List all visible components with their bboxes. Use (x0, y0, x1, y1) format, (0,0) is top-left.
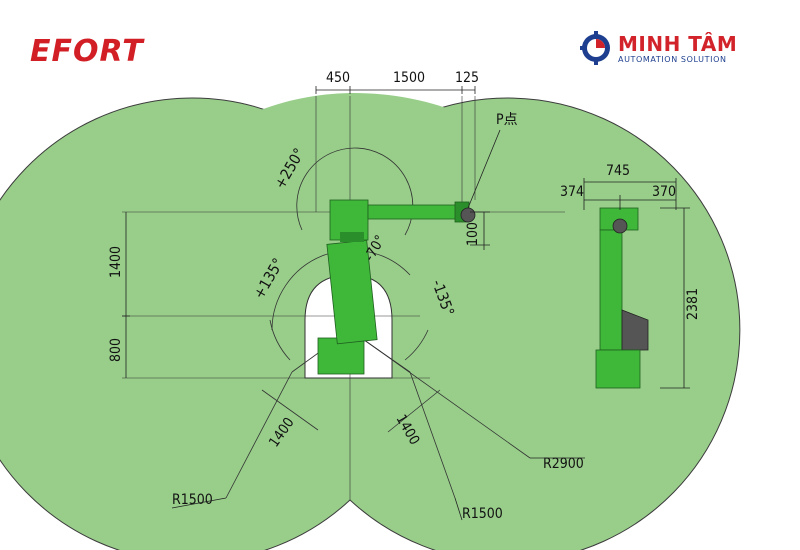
minh-tam-name: MINH TÂM (618, 32, 738, 56)
efort-logo: EFORT (30, 34, 144, 69)
dim-left-lower: 800 (108, 338, 124, 362)
radius-left: R1500 (172, 492, 213, 508)
robot-top-view (317, 199, 476, 375)
dim-top-2: 1500 (393, 70, 425, 86)
side-dim-total: 745 (606, 163, 630, 179)
side-dim-left: 374 (560, 184, 584, 200)
radius-right: R1500 (462, 506, 503, 522)
dim-top-1: 450 (326, 70, 350, 86)
dim-top-3: 125 (455, 70, 479, 86)
side-dim-height: 2381 (685, 288, 701, 320)
robot-side-view (595, 207, 649, 389)
side-dim-right: 370 (652, 184, 676, 200)
top-dimension-lines (122, 86, 501, 378)
radius-outer: R2900 (543, 456, 584, 472)
gear-globe-icon (580, 31, 610, 65)
label-leaders (171, 457, 585, 521)
minh-tam-logo: MINH TÂM AUTOMATION SOLUTION (580, 30, 780, 70)
dim-left-upper: 1400 (108, 246, 124, 278)
dim-wrist: 100 (465, 222, 481, 246)
side-dimension-lines (583, 178, 690, 389)
point-label: P点 (496, 112, 518, 128)
minh-tam-subtitle: AUTOMATION SOLUTION (618, 55, 727, 64)
